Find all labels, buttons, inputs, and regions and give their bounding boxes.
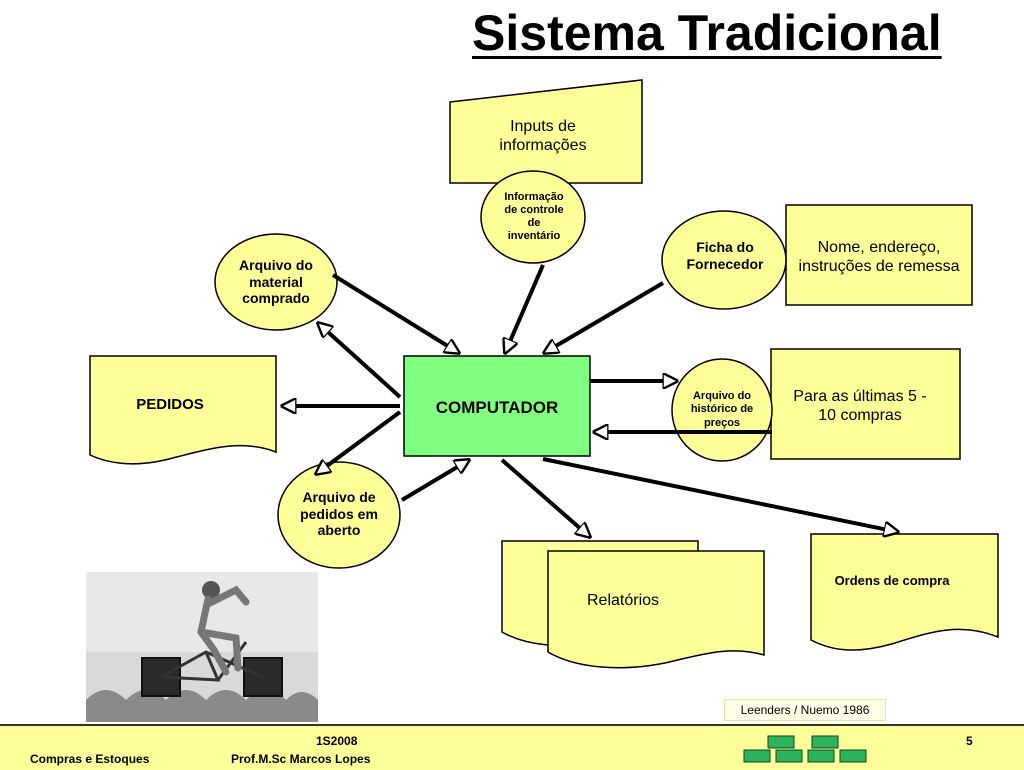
price-history-ellipse xyxy=(671,358,773,462)
inventory-control-ellipse xyxy=(480,170,586,264)
footer-page-number: 5 xyxy=(966,734,973,748)
report-document-front xyxy=(547,550,765,669)
connector-arrows xyxy=(282,264,898,537)
price-note-box xyxy=(770,348,961,460)
supplier-card-label: Ficha do Fornecedor xyxy=(686,239,764,272)
reports-label: Relatórios xyxy=(586,592,660,610)
computer-box xyxy=(403,355,591,457)
inputs-shape xyxy=(449,79,643,184)
material-file-ellipse xyxy=(214,233,338,331)
open-orders-ellipse xyxy=(277,461,401,569)
supplier-card-ellipse xyxy=(661,210,787,310)
credit-note: Leenders / Nuemo 1986 xyxy=(724,699,886,721)
footer-bar: Compras e Estoques 1S2008 Prof.M.Sc Marc… xyxy=(0,724,1024,770)
material-file-label: Arquivo do material comprado xyxy=(239,256,313,307)
orders-document xyxy=(89,355,277,465)
supplier-note-box xyxy=(785,204,973,306)
footer-professor: Prof.M.Sc Marcos Lopes xyxy=(231,752,371,766)
footer-course: Compras e Estoques xyxy=(30,752,150,766)
supplier-note-label: Nome, endereço, instruções de remessa xyxy=(798,238,960,275)
purchase-orders-label: Ordens de compra xyxy=(834,573,950,589)
computer-label: COMPUTADOR xyxy=(435,397,559,417)
price-note-label: Para as últimas 5 - 10 compras xyxy=(793,387,927,424)
footer-semester: 1S2008 xyxy=(316,734,358,748)
square-wheel-bike-photo xyxy=(86,572,318,722)
open-orders-label: Arquivo de pedidos em aberto xyxy=(300,488,378,539)
orders-label: PEDIDOS xyxy=(136,396,204,413)
price-history-label: Arquivo do histórico de preços xyxy=(690,390,754,429)
inventory-control-label: Informação de controle de inventário xyxy=(504,190,564,243)
blocks-logo-icon xyxy=(743,735,867,763)
slide-title: Sistema Tradicional xyxy=(472,5,942,61)
inputs-label: Inputs de informações xyxy=(499,117,587,154)
purchase-order-document xyxy=(810,533,999,651)
